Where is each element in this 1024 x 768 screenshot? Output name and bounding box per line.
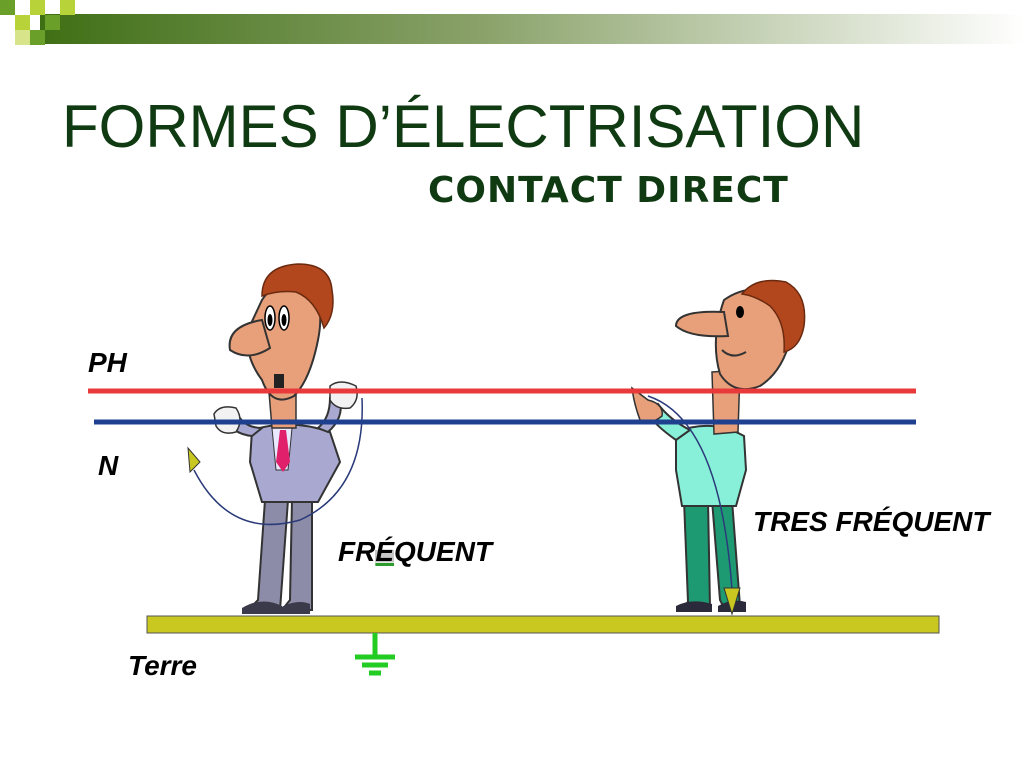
person-left-illustration: [187, 263, 363, 614]
neutral-wire-label: N: [98, 450, 119, 481]
person-right-illustration: [631, 279, 806, 616]
header-gradient-bar: [40, 14, 1024, 44]
header-square: [15, 15, 30, 30]
phase-wire-label: PH: [88, 347, 127, 378]
frequent-label-post: QUENT: [394, 536, 493, 567]
slide-subtitle: CONTACT DIRECT: [428, 170, 789, 211]
slide-title: FORMES D’ÉLECTRISATION: [62, 93, 865, 160]
header-square: [0, 0, 15, 15]
frequent-label-accent: É: [375, 536, 395, 567]
frequent-label-pre: FR: [338, 536, 376, 567]
frequent-label: FRÉQUENT: [338, 536, 492, 568]
header-decoration: [0, 0, 1024, 45]
header-square: [15, 30, 30, 45]
header-square: [30, 30, 45, 45]
header-square: [45, 15, 60, 30]
earth-symbol-icon: [355, 633, 395, 676]
ground-bar: [146, 615, 940, 634]
ground-label: Terre: [128, 650, 198, 681]
very-frequent-label: TRES FRÉQUENT: [753, 506, 990, 537]
header-square: [30, 0, 45, 15]
header-square: [60, 0, 75, 15]
